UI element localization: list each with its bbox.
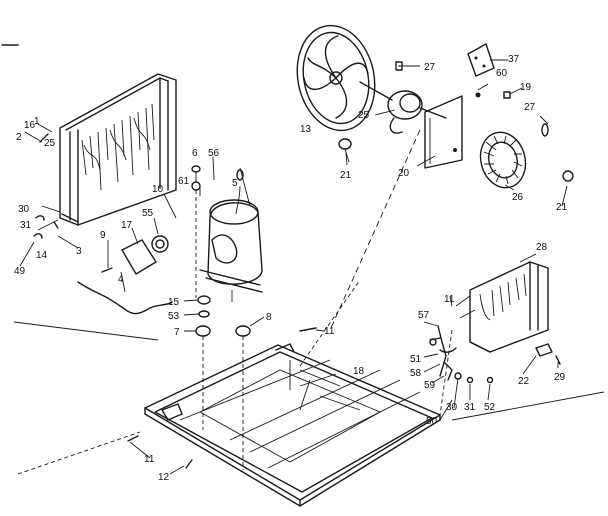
label-31a: 31 — [20, 220, 32, 231]
label-25b: 25 — [358, 110, 370, 121]
fan-motor — [359, 81, 463, 169]
label-27b: 27 — [524, 102, 536, 113]
label-51: 51 — [410, 354, 422, 365]
label-20: 20 — [398, 168, 410, 179]
label-30a: 30 — [18, 204, 30, 215]
label-22: 22 — [518, 376, 530, 387]
label-1: 1 — [34, 116, 40, 127]
label-21a: 21 — [340, 170, 352, 181]
label-28: 28 — [536, 242, 548, 253]
label-53: 53 — [168, 311, 180, 322]
blower-wheel — [479, 131, 574, 189]
label-14: 14 — [36, 250, 48, 261]
label-18: 18 — [353, 366, 365, 377]
condenser-coil — [59, 73, 177, 226]
label-7: 7 — [174, 327, 180, 338]
label-49: 49 — [14, 266, 26, 277]
label-25a: 25 — [44, 138, 56, 149]
label-4: 4 — [118, 274, 124, 285]
label-27a: 27 — [424, 62, 436, 73]
label-60: 60 — [496, 68, 508, 79]
label-17: 17 — [121, 220, 133, 231]
label-61: 61 — [178, 176, 190, 187]
label-58: 58 — [410, 368, 422, 379]
label-15: 15 — [168, 297, 180, 308]
label-56: 56 — [208, 148, 220, 159]
label-11a: 11 — [324, 326, 335, 337]
label-3: 3 — [76, 246, 82, 257]
label-8: 8 — [266, 312, 272, 323]
label-30b: 30 — [446, 402, 458, 413]
label-11c: 11 — [444, 294, 455, 305]
label-29: 29 — [554, 372, 566, 383]
label-5: 5 — [232, 178, 238, 189]
label-16: 16 — [24, 120, 36, 131]
label-13: 13 — [300, 124, 312, 135]
label-10: 10 — [152, 184, 164, 195]
label-11b: 11 — [144, 454, 155, 465]
label-52: 52 — [484, 402, 496, 413]
label-12: 12 — [158, 472, 170, 483]
label-55: 55 — [142, 208, 154, 219]
capacitor — [121, 235, 169, 275]
fan-shroud — [296, 24, 376, 163]
label-59: 59 — [424, 380, 436, 391]
assembly-lines — [13, 129, 605, 475]
tubing — [77, 267, 173, 315]
label-57: 57 — [418, 310, 430, 321]
label-37: 37 — [508, 54, 520, 65]
label-21b: 21 — [556, 202, 568, 213]
part-labels: 1 16 2 25 30 31 14 3 49 9 17 55 10 61 6 … — [14, 54, 568, 483]
label-31b: 31 — [464, 402, 476, 413]
label-9: 9 — [100, 230, 106, 241]
leader-lines — [19, 59, 568, 475]
compressor — [199, 185, 263, 302]
mount-grommets — [195, 190, 251, 470]
label-6: 6 — [192, 148, 198, 159]
control-box — [469, 261, 549, 353]
control-small-parts — [429, 295, 561, 384]
label-19: 19 — [520, 82, 532, 93]
top-small-parts — [395, 43, 549, 137]
label-50: 50 — [426, 416, 438, 427]
label-26: 26 — [512, 192, 524, 203]
label-2: 2 — [16, 132, 22, 143]
base-pan — [144, 279, 441, 507]
